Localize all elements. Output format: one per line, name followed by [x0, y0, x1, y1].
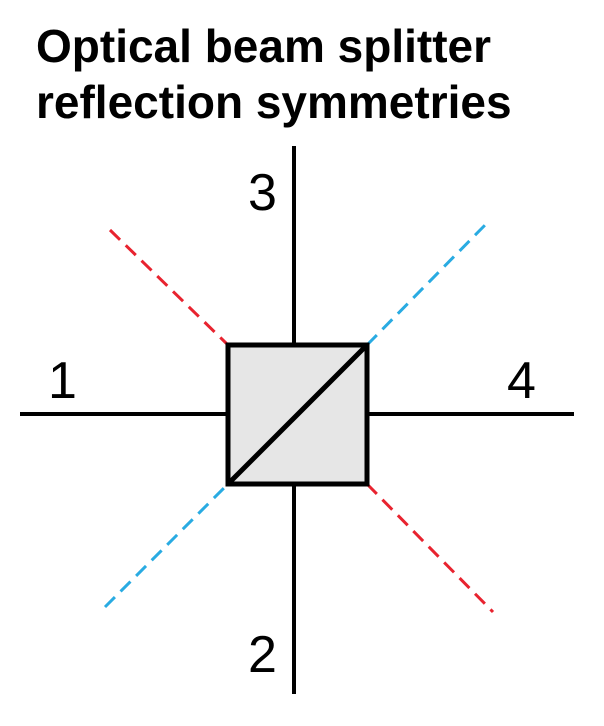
symmetry-axis-blue-upper — [365, 218, 492, 347]
port-label-4: 4 — [507, 352, 536, 410]
port-label-1: 1 — [48, 352, 77, 410]
port-label-3: 3 — [248, 164, 277, 222]
port-label-2: 2 — [248, 626, 277, 684]
title-line-2: reflection symmetries — [36, 76, 512, 128]
diagram-title: Optical beam splitter reflection symmetr… — [36, 18, 596, 130]
symmetry-axis-red-lower — [365, 482, 495, 614]
title-line-1: Optical beam splitter — [36, 20, 492, 72]
symmetry-axis-red-upper — [108, 228, 230, 347]
symmetry-axis-blue-lower — [103, 482, 230, 609]
beam-splitter-diagonal — [226, 343, 369, 486]
